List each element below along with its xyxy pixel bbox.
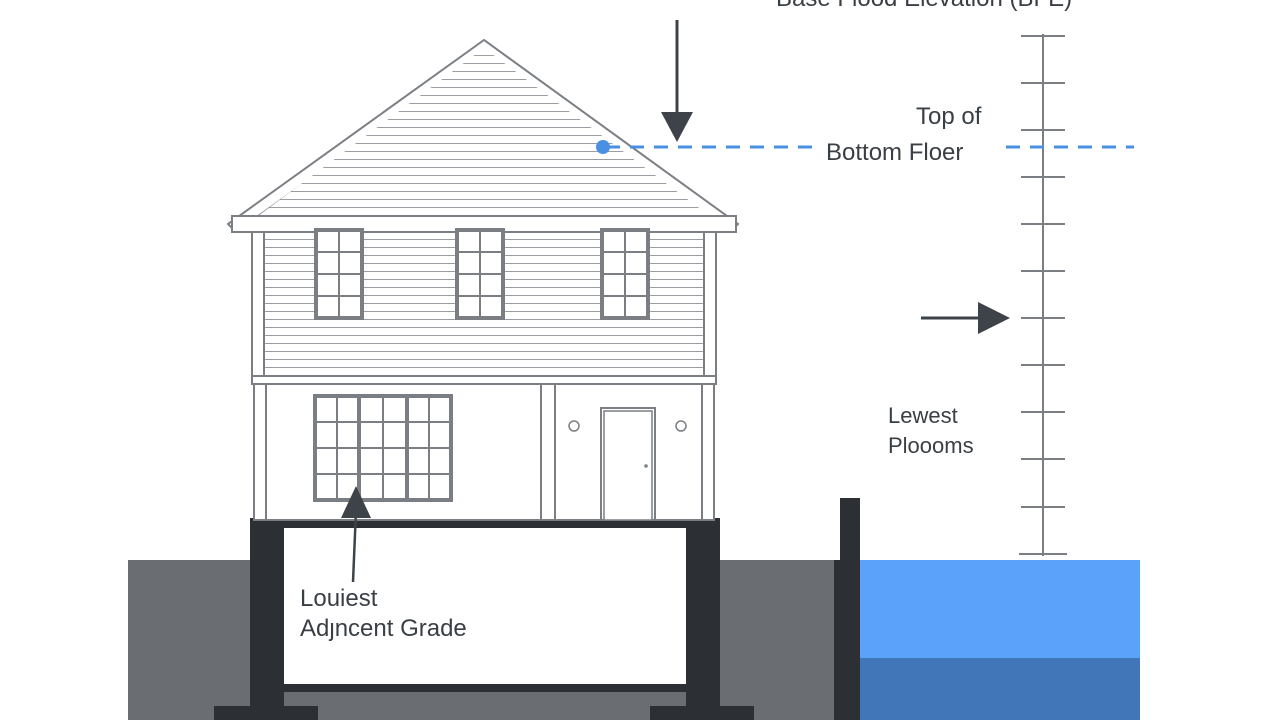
- bfe-label: Base Flood Elevation (BFE): [776, 0, 1072, 14]
- gable-siding: [258, 48, 710, 216]
- water-surface: [860, 560, 1140, 658]
- corner-trim-right: [703, 231, 717, 383]
- corner-trim-left: [251, 231, 265, 383]
- floor-band: [251, 375, 717, 385]
- lowest-adjacent-grade-label-line1: Louiest: [300, 585, 378, 612]
- window-upper-right: [600, 228, 650, 320]
- lowest-floor-label-line1: Lewest: [888, 403, 958, 428]
- water-deep: [860, 658, 1140, 720]
- top-of-bottom-floor-label-line2: Bottom Floer: [826, 139, 964, 166]
- arrow-up-icon: [341, 486, 371, 583]
- ground-left: [128, 560, 250, 720]
- lower-corner-left: [253, 383, 267, 521]
- foundation-bottom-slab: [250, 684, 720, 692]
- wall-light-left: [568, 420, 580, 432]
- arrow-right-icon: [921, 302, 1010, 334]
- footing-right: [650, 706, 754, 720]
- wall-light-right: [675, 420, 687, 432]
- lowest-floor-label-line2: Ploooms: [888, 433, 974, 458]
- front-door: [600, 407, 656, 521]
- window-upper-left: [314, 228, 364, 320]
- arrow-down-icon: [661, 20, 693, 142]
- lowest-adjacent-grade-label-line2: Adȷncent Grade: [300, 615, 467, 642]
- bfe-dashed-line: [596, 140, 1134, 154]
- bulkhead-wall: [834, 560, 860, 720]
- crawlspace: [284, 528, 686, 684]
- bulkhead-post: [840, 498, 860, 562]
- foundation-top-beam: [250, 518, 720, 528]
- bfe-marker-dot: [596, 140, 610, 154]
- footing-left: [214, 706, 318, 720]
- elevation-scale: [1019, 34, 1067, 556]
- lower-corner-right: [701, 383, 715, 521]
- window-lower-left: [313, 394, 453, 502]
- window-upper-center: [455, 228, 505, 320]
- top-of-bottom-floor-label-line1: Top of: [916, 103, 982, 130]
- porch-column: [540, 383, 556, 521]
- ground-right: [718, 560, 834, 720]
